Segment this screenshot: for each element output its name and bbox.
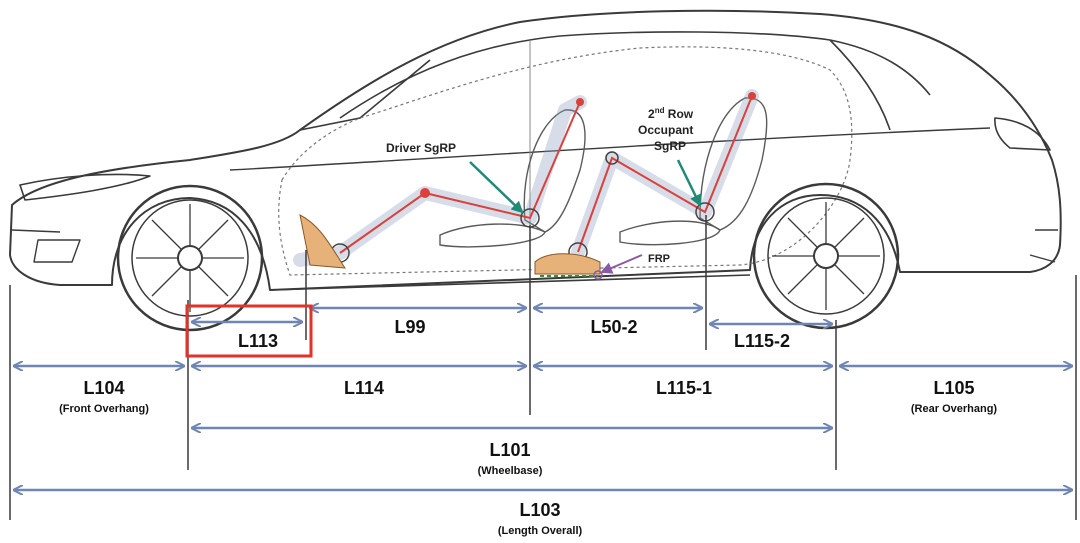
extension-lines [9,215,1077,520]
dimension-arrows [14,308,1072,490]
rear-seat-cushion [619,220,721,246]
windshield-line [299,59,431,131]
l101-sublabel: (Wheelbase) [478,465,543,477]
front-seat-back [523,109,586,233]
car-body [9,9,1062,291]
l104-label: L104 [83,378,124,398]
l101-label: L101 [489,440,530,460]
taillight [994,117,1051,151]
roof-line [339,31,931,119]
l115-1-label: L115-1 [656,378,712,398]
front-bumper [11,229,81,263]
l115-2-label: L115-2 [734,331,790,351]
rear-wheel [752,182,900,330]
l105-label: L105 [933,378,974,398]
second-row-sgrp-arrow [676,159,702,207]
rear-window-line [829,39,891,131]
seats [439,97,768,248]
driver-sgrp-arrow [469,161,524,214]
l103-label: L103 [519,500,560,520]
interior-outline [278,46,853,276]
driver-sgrp-label: Driver SgRP [386,141,456,155]
l113-label: L113 [238,331,278,351]
sill-line [269,274,751,291]
second-row-label-line3: SgRP [654,139,686,153]
l50-2-label: L50-2 [590,317,637,337]
l103-sublabel: (Length Overall) [498,525,583,537]
l105-sublabel: (Rear Overhang) [911,403,998,415]
frp-arrow [600,254,643,274]
car-silhouette [9,9,1062,291]
rear-seat-back [699,97,768,231]
l104-sublabel: (Front Overhang) [59,403,149,415]
front-wheel [116,184,264,332]
second-row-label-line1: 2nd Row [648,106,694,121]
second-row-label-line2: Occupant [638,123,693,137]
frp-label: FRP [648,253,670,265]
l99-label: L99 [394,317,425,337]
front-seat-cushion [439,223,546,248]
l114-label: L114 [344,378,384,398]
driver-manikin [293,95,587,269]
beltline [229,127,991,171]
rear-bumper [1029,229,1058,263]
rear-manikin [534,89,759,280]
l113-highlight-box [185,304,313,358]
headlight [19,173,151,201]
